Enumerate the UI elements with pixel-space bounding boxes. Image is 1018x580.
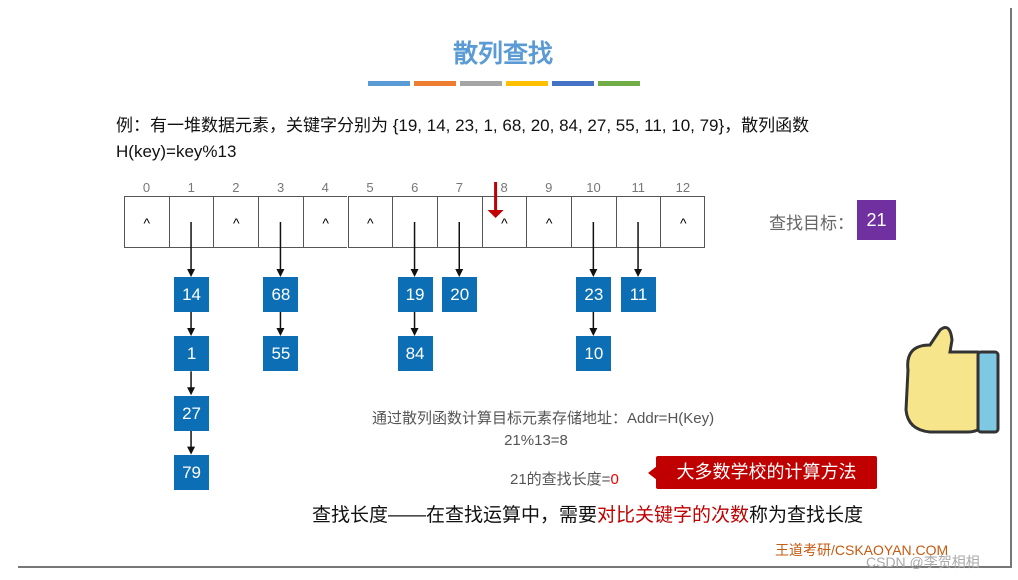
- index-label: 7: [455, 180, 463, 195]
- arrow-head: [187, 269, 196, 277]
- chain-node: 14: [174, 277, 210, 312]
- chain-node: 79: [174, 454, 210, 490]
- addr-text: 通过散列函数计算目标元素存储地址：Addr=H(Key): [372, 410, 715, 427]
- index-label: 8: [500, 180, 508, 195]
- chain-node: 19: [397, 277, 433, 312]
- table-border: [704, 196, 705, 248]
- title-bar-segment: [460, 81, 502, 86]
- arrow-head: [410, 269, 419, 277]
- table-cell: ^: [347, 196, 393, 248]
- chain-node: 23: [576, 277, 612, 312]
- index-label: 1: [187, 180, 195, 195]
- length-prefix: 21的查找长度=: [510, 471, 611, 488]
- table-cell: ^: [213, 196, 259, 248]
- arrow-head: [187, 328, 196, 336]
- target-label: 查找目标：: [769, 214, 854, 233]
- calc-text: 21%13=8: [504, 432, 568, 449]
- index-label: 3: [276, 180, 285, 195]
- chain-node: 84: [397, 336, 433, 372]
- problem-statement: 例：有一堆数据元素，关键字分别为 {19, 14, 23, 1, 68, 20,…: [116, 113, 809, 165]
- arrow-head: [276, 328, 285, 336]
- index-label: 2: [232, 180, 240, 195]
- chain-node: 1: [174, 336, 210, 372]
- table-cell: ^: [526, 196, 571, 248]
- arrow-head: [589, 269, 598, 277]
- arrow-head: [187, 387, 196, 396]
- problem-line-2: H(key)=key%13: [116, 142, 237, 161]
- chain-node: 11: [621, 277, 657, 312]
- definition-highlight: 对比关键字的次数: [597, 505, 750, 526]
- arrow-head: [410, 328, 419, 336]
- length-value: 0: [610, 471, 619, 488]
- arrow-head: [634, 269, 643, 277]
- length-text: 21的查找长度=0: [510, 468, 619, 489]
- index-label: 0: [142, 180, 151, 195]
- arrow-head: [187, 446, 196, 455]
- callout-pointer: [648, 466, 657, 480]
- table-cell: ^: [481, 196, 527, 248]
- index-label: 5: [366, 180, 374, 195]
- index-label: 4: [321, 180, 329, 195]
- slide-frame: [18, 8, 1012, 568]
- title-bar-segment: [368, 81, 410, 86]
- table-cell: ^: [124, 196, 169, 248]
- chain-node: 20: [442, 277, 478, 312]
- problem-line-1: 例：有一堆数据元素，关键字分别为 {19, 14, 23, 1, 68, 20,…: [116, 116, 810, 135]
- index-label: 10: [586, 180, 601, 195]
- chain-node: 68: [263, 277, 299, 312]
- index-label: 11: [631, 180, 645, 195]
- index-label: 6: [411, 180, 419, 195]
- title-bar-segment: [552, 81, 594, 86]
- arrow-head: [455, 269, 464, 277]
- csdn-watermark: CSDN @李贺相相: [866, 554, 980, 570]
- slide-title: 散列查找: [452, 40, 553, 68]
- definition-part: 查找长度——在查找运算中，需要: [312, 505, 598, 526]
- title-bar-segment: [506, 81, 548, 86]
- title-bar-segment: [598, 81, 640, 86]
- brand-text: 王道考研/CSKAOYAN.COM: [775, 542, 949, 558]
- arrow-head: [487, 210, 504, 218]
- title-bar-segment: [414, 81, 456, 86]
- chain-node: 10: [576, 336, 612, 372]
- target-value: 21: [857, 200, 896, 240]
- definition: 查找长度——在查找运算中，需要对比关键字的次数称为查找长度: [312, 500, 863, 527]
- definition-part: 称为查找长度: [749, 505, 864, 526]
- index-label: 12: [675, 180, 691, 195]
- chain-node: 27: [174, 395, 210, 431]
- table-cell: ^: [302, 196, 348, 248]
- arrow-head: [276, 269, 285, 277]
- table-cell: ^: [660, 196, 706, 248]
- callout-note: 大多数学校的计算方法: [656, 456, 877, 489]
- arrow-head: [589, 328, 598, 336]
- chain-node: 55: [263, 336, 299, 372]
- index-label: 9: [545, 180, 553, 195]
